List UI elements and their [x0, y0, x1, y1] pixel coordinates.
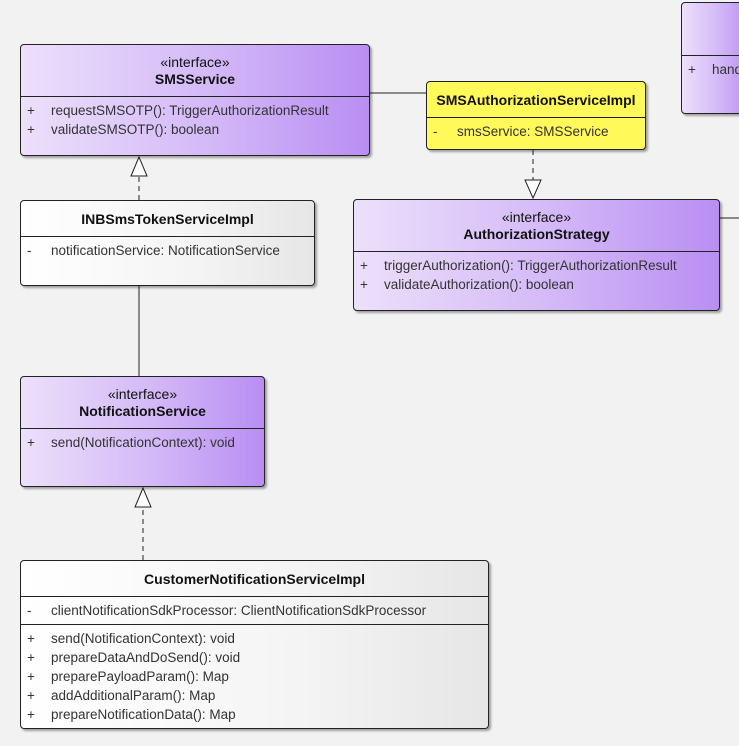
class-header: SMSAuthorizationServiceImpl: [427, 82, 645, 118]
stereotype-label: «interface»: [501, 208, 572, 225]
operations-section: + send(NotificationContext): void + prep…: [21, 625, 488, 728]
class-name: SMSAuthorizationServiceImpl: [436, 91, 636, 108]
class-header: [682, 3, 739, 56]
visibility-marker: +: [688, 62, 696, 77]
operations-section: + triggerAuthorization(): TriggerAuthori…: [354, 252, 719, 298]
attribute-row[interactable]: - smsService: SMSService: [427, 122, 645, 141]
operation-signature: validateAuthorization(): boolean: [384, 277, 574, 292]
class-name: INBSmsTokenServiceImpl: [81, 210, 254, 227]
class-name: CustomerNotificationServiceImpl: [144, 570, 365, 587]
operation-signature: requestSMSOTP(): TriggerAuthorizationRes…: [51, 103, 329, 118]
class-name: NotificationService: [79, 402, 206, 419]
class-header: «interface» SMSService: [21, 45, 369, 97]
stereotype-label: «interface»: [107, 385, 178, 402]
operation-row[interactable]: + hand: [682, 60, 739, 79]
operation-signature: send(NotificationContext): void: [51, 631, 235, 646]
attributes-section: - smsService: SMSService: [427, 118, 645, 145]
visibility-marker: +: [27, 707, 35, 722]
operation-row[interactable]: + requestSMSOTP(): TriggerAuthorizationR…: [21, 101, 369, 120]
attributes-section: - clientNotificationSdkProcessor: Client…: [21, 597, 488, 625]
attributes-section: - notificationService: NotificationServi…: [21, 237, 314, 264]
operation-row[interactable]: + triggerAuthorization(): TriggerAuthori…: [354, 256, 719, 275]
operation-signature: validateSMSOTP(): boolean: [51, 122, 220, 137]
visibility-marker: +: [27, 103, 35, 118]
attribute-signature: notificationService: NotificationService: [51, 243, 280, 258]
visibility-marker: +: [27, 650, 35, 665]
operation-signature: addAdditionalParam(): Map: [51, 688, 216, 703]
realization-arrowhead: [134, 486, 152, 508]
operation-row[interactable]: + prepareNotificationData(): Map: [21, 705, 488, 724]
operation-signature: hand: [712, 62, 739, 77]
operation-row[interactable]: + send(NotificationContext): void: [21, 433, 264, 452]
operations-section: + requestSMSOTP(): TriggerAuthorizationR…: [21, 97, 369, 143]
class-inb-sms-token-service-impl[interactable]: INBSmsTokenServiceImpl - notificationSer…: [20, 200, 315, 286]
operation-signature: send(NotificationContext): void: [51, 435, 235, 450]
operation-signature: prepareDataAndDoSend(): void: [51, 650, 241, 665]
class-notification-service[interactable]: «interface» NotificationService + send(N…: [20, 376, 265, 487]
class-authorization-strategy[interactable]: «interface» AuthorizationStrategy + trig…: [353, 199, 720, 311]
operation-row[interactable]: + prepareDataAndDoSend(): void: [21, 648, 488, 667]
visibility-marker: +: [360, 277, 368, 292]
visibility-marker: -: [433, 124, 438, 139]
class-header: CustomerNotificationServiceImpl: [21, 561, 488, 597]
attribute-signature: smsService: SMSService: [457, 124, 609, 139]
operation-signature: prepareNotificationData(): Map: [51, 707, 236, 722]
operation-row[interactable]: + addAdditionalParam(): Map: [21, 686, 488, 705]
class-header: «interface» NotificationService: [21, 377, 264, 429]
class-header: INBSmsTokenServiceImpl: [21, 201, 314, 237]
class-name: AuthorizationStrategy: [463, 225, 610, 242]
visibility-marker: +: [27, 688, 35, 703]
class-partial-offscreen[interactable]: + hand: [681, 2, 739, 114]
visibility-marker: +: [27, 669, 35, 684]
attribute-signature: clientNotificationSdkProcessor: ClientNo…: [51, 603, 427, 618]
class-sms-authorization-service-impl[interactable]: SMSAuthorizationServiceImpl - smsService…: [426, 81, 646, 150]
operation-row[interactable]: + preparePayloadParam(): Map: [21, 667, 488, 686]
attribute-row[interactable]: - notificationService: NotificationServi…: [21, 241, 314, 260]
operation-signature: preparePayloadParam(): Map: [51, 669, 229, 684]
class-customer-notification-service-impl[interactable]: CustomerNotificationServiceImpl - client…: [20, 560, 489, 729]
operations-section: + hand: [682, 56, 739, 83]
visibility-marker: +: [27, 122, 35, 137]
operation-signature: triggerAuthorization(): TriggerAuthoriza…: [384, 258, 677, 273]
operation-row[interactable]: + validateSMSOTP(): boolean: [21, 120, 369, 139]
operation-row[interactable]: + send(NotificationContext): void: [21, 629, 488, 648]
visibility-marker: -: [27, 243, 32, 258]
visibility-marker: +: [27, 631, 35, 646]
class-header: «interface» AuthorizationStrategy: [354, 200, 719, 252]
visibility-marker: -: [27, 603, 32, 618]
operations-section: + send(NotificationContext): void: [21, 429, 264, 456]
operation-row[interactable]: + validateAuthorization(): boolean: [354, 275, 719, 294]
attribute-row[interactable]: - clientNotificationSdkProcessor: Client…: [21, 601, 488, 620]
class-sms-service[interactable]: «interface» SMSService + requestSMSOTP()…: [20, 44, 370, 156]
realization-arrowhead: [130, 155, 148, 177]
visibility-marker: +: [360, 258, 368, 273]
class-name: SMSService: [154, 70, 236, 87]
visibility-marker: +: [27, 435, 35, 450]
stereotype-label: «interface»: [160, 53, 230, 70]
realization-arrowhead: [524, 179, 542, 200]
